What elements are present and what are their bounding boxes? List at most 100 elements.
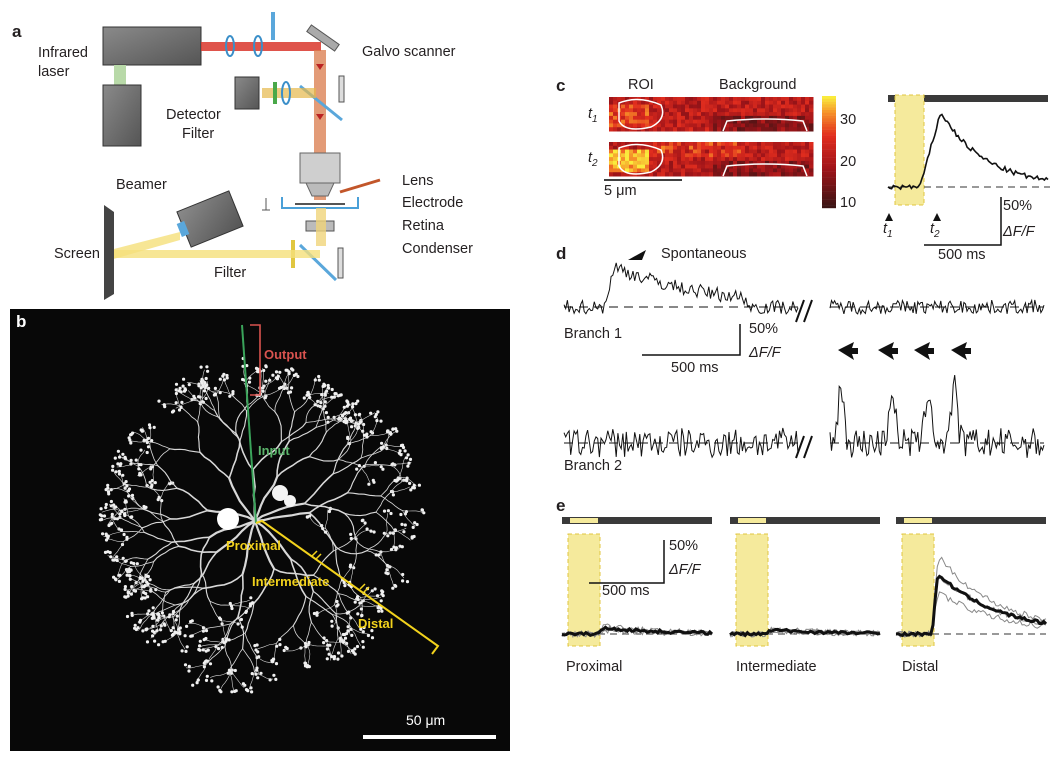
branch1-trace-a xyxy=(563,262,799,315)
scale-bar xyxy=(363,735,496,739)
e-dff-label: ΔF/F xyxy=(669,562,701,578)
intermediate-label: Intermediate xyxy=(252,574,330,589)
laser-base-box xyxy=(102,84,142,147)
colorbar-tick-20: 20 xyxy=(840,154,857,170)
event-arrow-4 xyxy=(951,342,971,360)
beamer-box xyxy=(176,190,244,248)
heatmap-t2 xyxy=(609,142,814,177)
condenser-beam xyxy=(316,208,326,246)
axis-break-1 xyxy=(795,299,813,323)
d-amp-scale: 50% xyxy=(749,321,779,337)
background-label: Background xyxy=(719,77,797,93)
c-scale-bars xyxy=(924,197,1002,246)
e-amp-scale: 50% xyxy=(669,538,699,554)
side-filter xyxy=(338,75,345,103)
branch2-label: Branch 2 xyxy=(564,458,623,474)
branch2-trace-a xyxy=(563,427,799,459)
neighbor-soma-2 xyxy=(284,495,296,507)
c-t2-marker-label: t2 xyxy=(930,221,940,240)
output-label: Output xyxy=(264,347,307,362)
input-label: Input xyxy=(258,443,290,458)
projection-screen xyxy=(104,205,114,300)
lens-2 xyxy=(253,35,263,57)
segment-plot-1 xyxy=(561,517,714,647)
axis-break-2 xyxy=(795,435,813,459)
infrared-laser-label-2: laser xyxy=(38,64,70,80)
laser-mount xyxy=(114,65,126,85)
soma xyxy=(217,508,239,530)
beamer-lens xyxy=(176,221,190,237)
dendrite-segment-traces xyxy=(561,517,1048,647)
galvo-mirror xyxy=(306,24,340,52)
proximal-label: Proximal xyxy=(226,538,281,553)
panel-label-e: e xyxy=(556,496,566,515)
roi-outline xyxy=(618,143,664,175)
electrode-label: Electrode xyxy=(402,195,464,211)
detector-box xyxy=(234,76,260,110)
d-dff-label: ΔF/F xyxy=(749,345,781,361)
lens-1 xyxy=(225,35,235,57)
c-amp-scale: 50% xyxy=(1003,198,1033,214)
neighbor-soma-1 xyxy=(272,485,288,501)
distal-label: Distal xyxy=(358,616,394,631)
e-distal-label: Distal xyxy=(902,659,939,675)
condenser-label: Condenser xyxy=(402,241,473,257)
background-outline xyxy=(722,163,808,177)
panel-label-b: b xyxy=(16,312,27,331)
input-line xyxy=(241,324,257,524)
roi-trace-c xyxy=(885,94,1050,246)
c-t1-marker-label: t1 xyxy=(883,221,893,240)
infrared-laser-label-1: Infrared xyxy=(38,45,88,61)
event-arrow-1 xyxy=(838,342,858,360)
galvo-scanner-label: Galvo scanner xyxy=(362,44,456,60)
scale-bar-label: 50 μm xyxy=(406,712,446,728)
branch-traces xyxy=(563,250,1045,459)
colorbar-tick-30: 30 xyxy=(840,112,857,128)
segment-plot-3 xyxy=(895,517,1048,647)
t2-label: t2 xyxy=(588,150,598,169)
retina-label: Retina xyxy=(402,218,444,234)
filter-vertical xyxy=(271,12,275,40)
background-outline xyxy=(722,118,808,132)
detector-filter xyxy=(273,82,277,104)
e-proximal-label: Proximal xyxy=(566,659,623,675)
heatmap-t1 xyxy=(609,97,814,132)
panel-label-d: d xyxy=(556,244,567,263)
e-time-scale: 500 ms xyxy=(602,583,650,599)
detector-label: Detector xyxy=(166,107,221,123)
segment-plot-2 xyxy=(729,517,881,647)
mean-trace xyxy=(896,574,1048,638)
spontaneous-label: Spontaneous xyxy=(661,246,747,262)
c-time-scale: 500 ms xyxy=(938,247,986,263)
neuron-micrograph: Output Input Proximal Intermediate Dista… xyxy=(10,309,510,751)
filter-bottom-label: Filter xyxy=(214,265,247,281)
panel-label-c: c xyxy=(556,76,566,95)
t1-marker xyxy=(885,213,893,221)
screen-label: Screen xyxy=(54,246,100,262)
panel-b-annotations xyxy=(241,324,496,739)
event-arrow-2 xyxy=(878,342,898,360)
calcium-heatmaps xyxy=(604,96,836,209)
t1-label: t1 xyxy=(588,106,598,125)
panel-label-a: a xyxy=(12,22,22,41)
roi-outline xyxy=(618,98,664,130)
setup-schematic xyxy=(102,12,381,300)
spontaneous-arrow xyxy=(628,250,646,260)
beamer-label: Beamer xyxy=(116,177,167,193)
roi-label: ROI xyxy=(628,77,654,93)
stim-bar xyxy=(888,95,1048,102)
heatmap-scale-label: 5 μm xyxy=(604,183,637,199)
filter-top-label: Filter xyxy=(182,126,215,142)
detector-lens xyxy=(281,81,291,105)
t2-marker xyxy=(933,213,941,221)
event-arrow-3 xyxy=(914,342,934,360)
branch-yellow-line xyxy=(255,519,440,655)
branch2-trace-b xyxy=(829,375,1045,458)
colorbar-tick-10: 10 xyxy=(840,195,857,211)
mean-trace xyxy=(561,625,714,638)
roi-trace xyxy=(887,113,1049,191)
colorbar xyxy=(822,96,836,209)
output-bracket xyxy=(250,324,261,396)
infrared-laser-box xyxy=(102,26,202,66)
e-scale-bars xyxy=(589,540,665,584)
